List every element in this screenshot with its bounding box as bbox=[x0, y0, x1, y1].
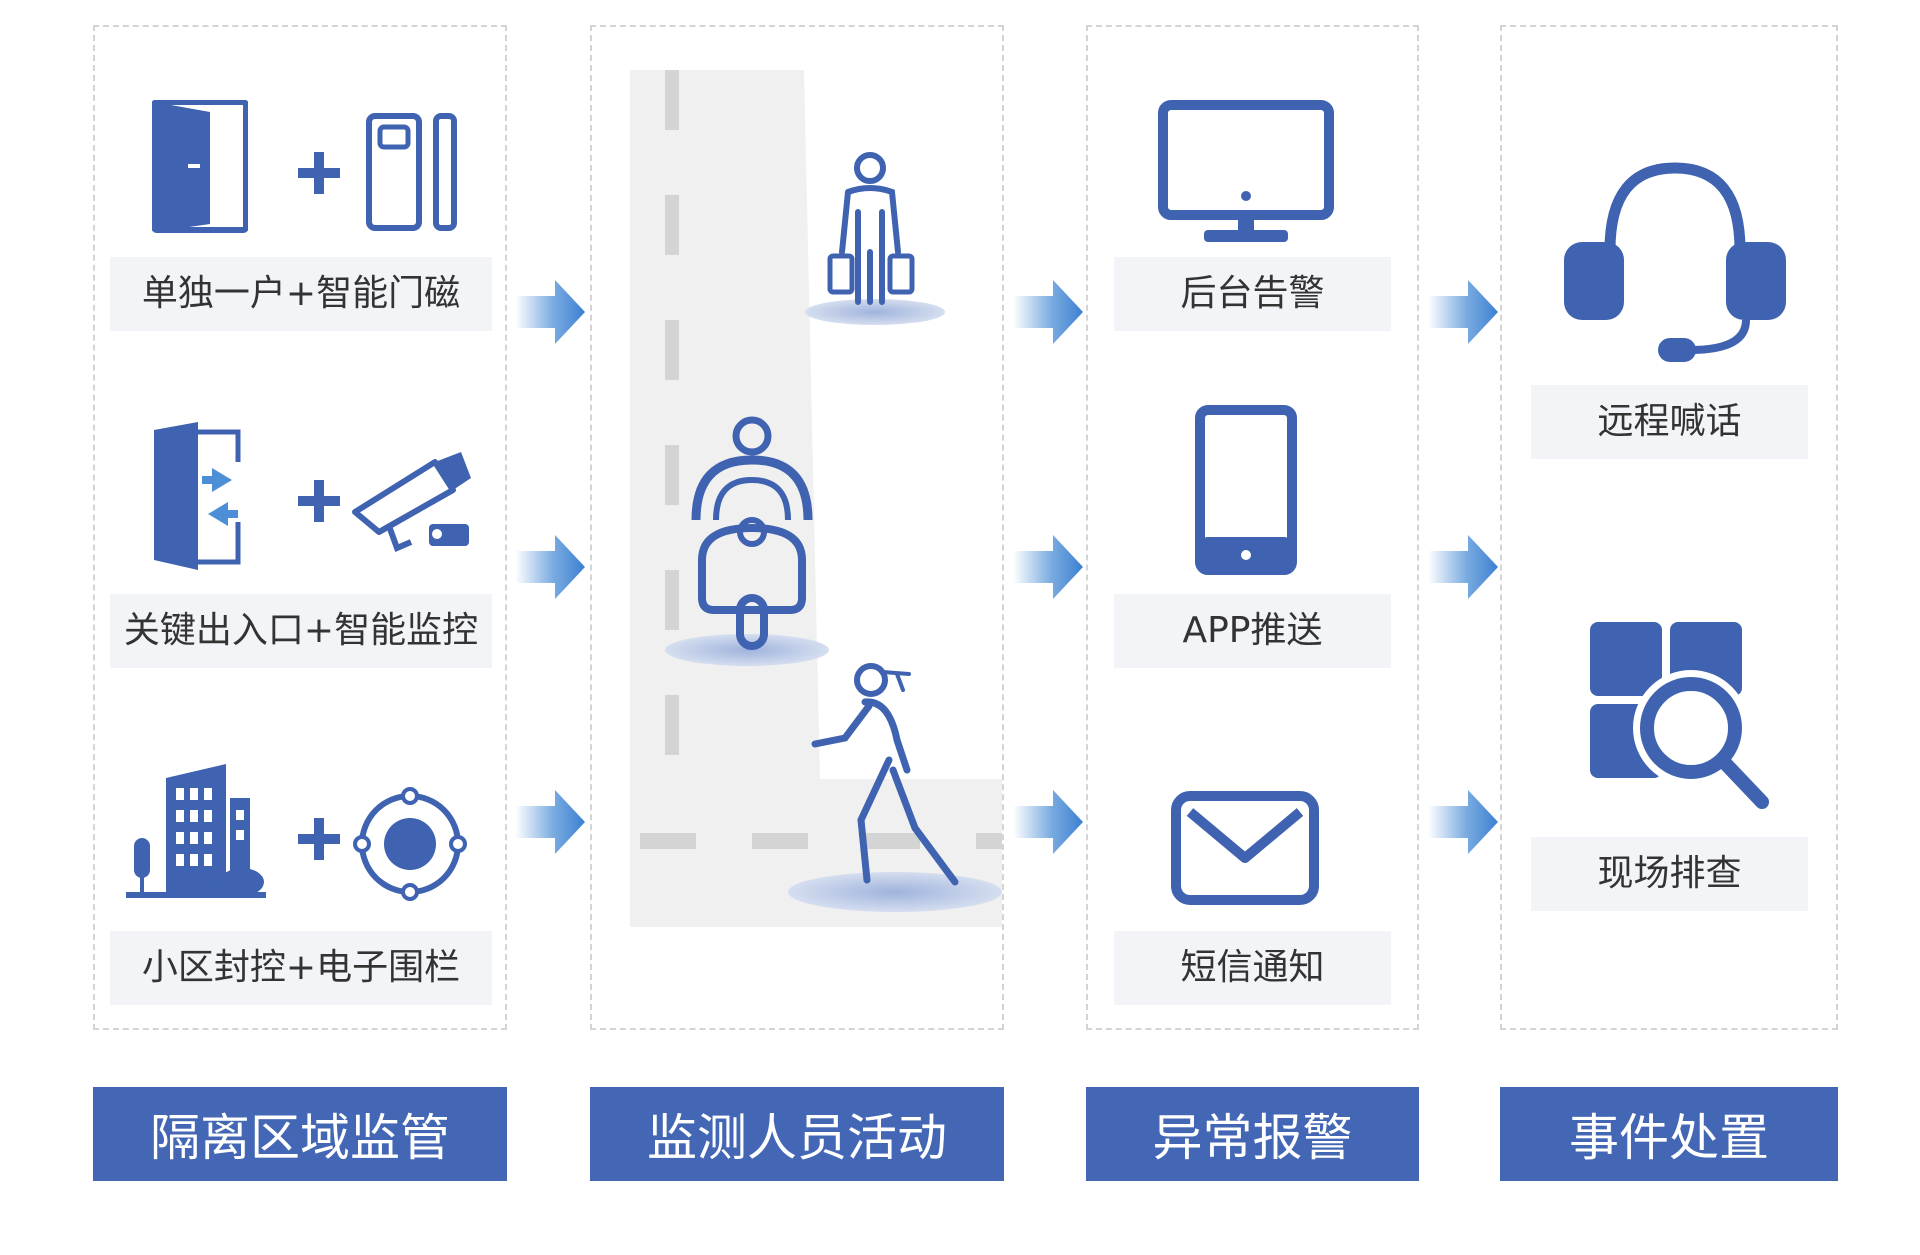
footer-isolation-area: 隔离区域监管 bbox=[93, 1087, 507, 1181]
flow-arrow-icon bbox=[1428, 790, 1498, 854]
footer-alarm: 异常报警 bbox=[1086, 1087, 1419, 1181]
geofence-target-icon bbox=[352, 786, 468, 902]
flow-arrow-icon bbox=[515, 790, 585, 854]
entrance-icon bbox=[152, 422, 244, 570]
label-door-sensor: 单独一户+智能门磁 bbox=[110, 257, 492, 331]
label-app-push: APP推送 bbox=[1114, 594, 1391, 668]
monitor-icon bbox=[1158, 100, 1334, 245]
walking-woman-icon bbox=[785, 660, 1010, 915]
door-sensor-icon bbox=[366, 113, 458, 231]
smartphone-icon bbox=[1195, 405, 1297, 575]
shopper-person-icon bbox=[800, 152, 950, 327]
plus-icon bbox=[298, 818, 340, 860]
flow-arrow-icon bbox=[1013, 280, 1083, 344]
flow-arrow-icon bbox=[1013, 790, 1083, 854]
footer-monitoring: 监测人员活动 bbox=[590, 1087, 1004, 1181]
label-onsite-check: 现场排查 bbox=[1531, 837, 1808, 911]
label-backend-alarm: 后台告警 bbox=[1114, 257, 1391, 331]
footer-handling: 事件处置 bbox=[1500, 1087, 1838, 1181]
envelope-icon bbox=[1170, 790, 1320, 906]
plus-icon bbox=[298, 480, 340, 522]
building-icon bbox=[126, 758, 266, 898]
label-remote-call: 远程喊话 bbox=[1531, 385, 1808, 459]
label-sms: 短信通知 bbox=[1114, 931, 1391, 1005]
flow-arrow-icon bbox=[1428, 535, 1498, 599]
scooter-rider-icon bbox=[662, 410, 842, 670]
door-icon bbox=[152, 100, 248, 235]
flow-arrow-icon bbox=[515, 280, 585, 344]
flow-arrow-icon bbox=[1428, 280, 1498, 344]
flow-arrow-icon bbox=[1013, 535, 1083, 599]
flow-arrow-icon bbox=[515, 535, 585, 599]
label-geofence: 小区封控+电子围栏 bbox=[110, 931, 492, 1005]
surveillance-camera-icon bbox=[349, 452, 479, 552]
label-entrance-camera: 关键出入口+智能监控 bbox=[110, 594, 492, 668]
plus-icon bbox=[298, 152, 340, 194]
search-grid-icon bbox=[1586, 618, 1771, 818]
headset-icon bbox=[1560, 160, 1790, 370]
